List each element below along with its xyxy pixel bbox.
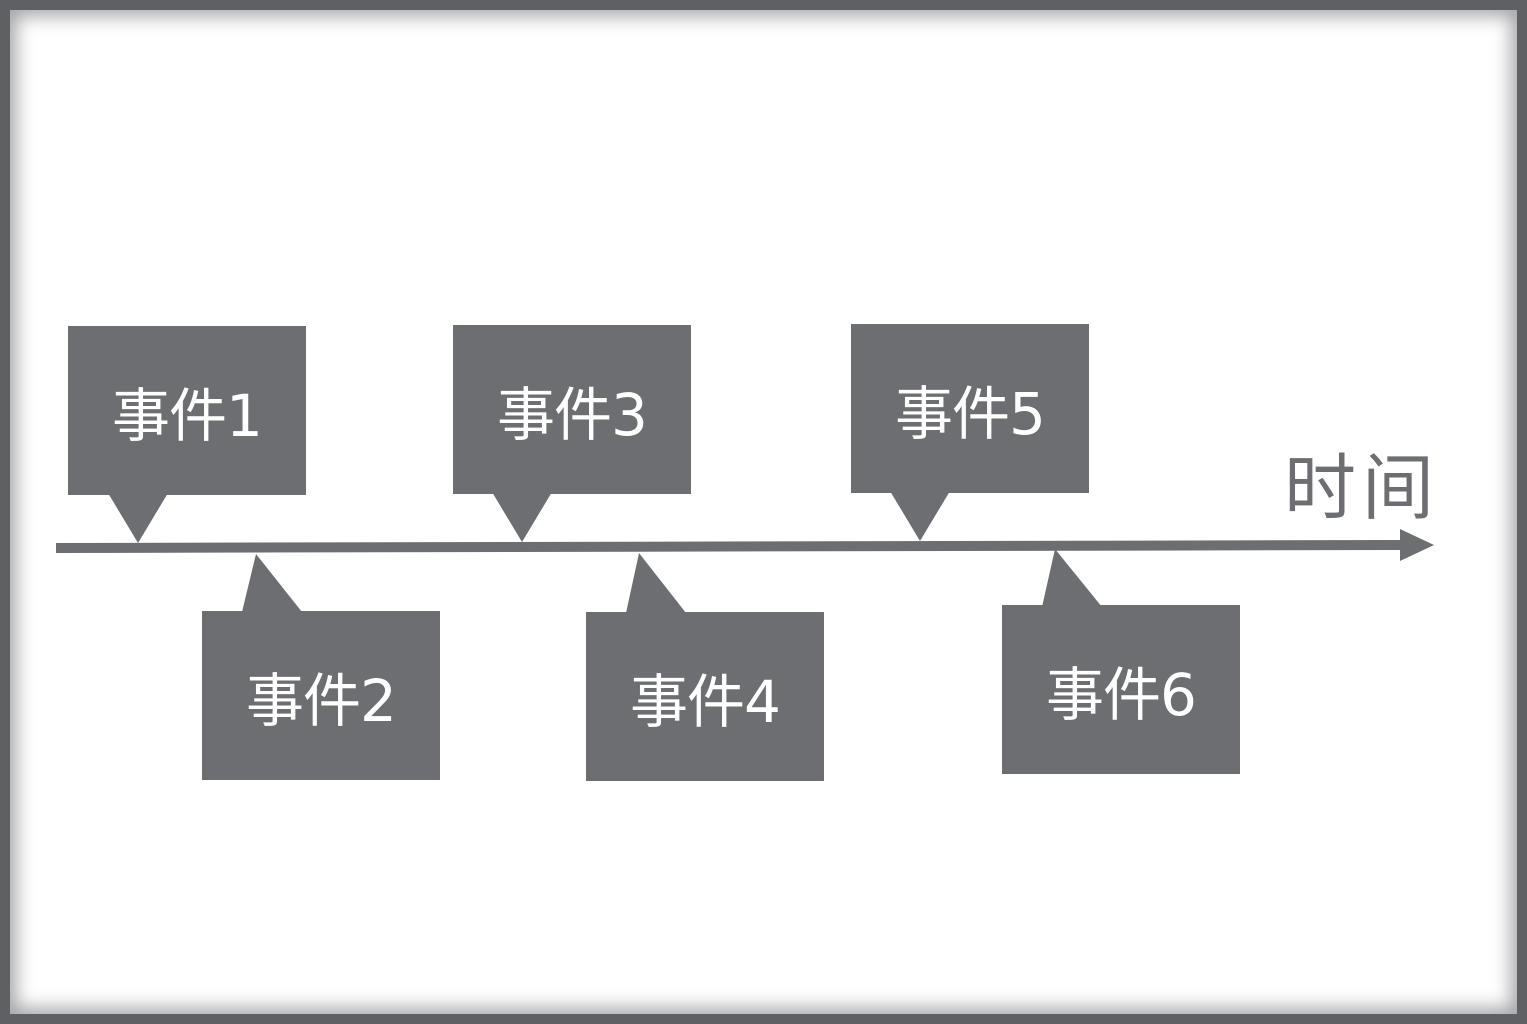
time-axis-label: 时间 (1284, 446, 1441, 530)
event-3-label: 事件3 (497, 380, 648, 449)
timeline-arrow-head (1400, 529, 1434, 561)
event-3-callout: 事件3 (453, 325, 691, 494)
event-2-pointer (242, 554, 302, 612)
event-1-callout: 事件1 (68, 326, 306, 495)
event-4-callout: 事件4 (586, 612, 824, 781)
event-6-callout: 事件6 (1002, 605, 1240, 774)
event-6-label: 事件6 (1046, 660, 1197, 729)
event-2-callout: 事件2 (202, 611, 440, 780)
event-3-pointer (492, 492, 552, 542)
event-1-pointer (108, 493, 168, 543)
event-2-label: 事件2 (246, 666, 397, 735)
event-1-label: 事件1 (112, 381, 263, 450)
event-4-label: 事件4 (630, 667, 781, 736)
timeline-axis-line (55, 540, 1409, 553)
event-5-callout: 事件5 (851, 324, 1089, 493)
event-4-pointer (626, 553, 686, 613)
event-6-pointer (1042, 549, 1102, 607)
event-5-pointer (890, 491, 950, 541)
event-5-label: 事件5 (895, 379, 1046, 448)
